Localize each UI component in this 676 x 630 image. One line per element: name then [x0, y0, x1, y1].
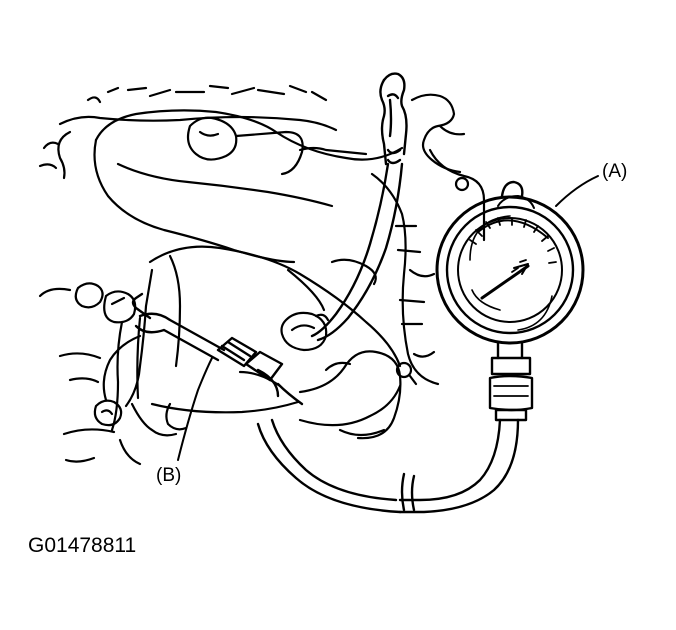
engine-block	[38, 84, 486, 466]
figure-id: G01478811	[28, 534, 137, 557]
gauge-callout-label: (A)	[602, 161, 628, 182]
dipstick-tube	[310, 72, 408, 342]
adapter-hose	[131, 292, 304, 461]
adapter-hose-callout-label: (B)	[156, 465, 182, 486]
gauge-hose	[256, 418, 520, 514]
compression-gauge	[435, 175, 599, 422]
